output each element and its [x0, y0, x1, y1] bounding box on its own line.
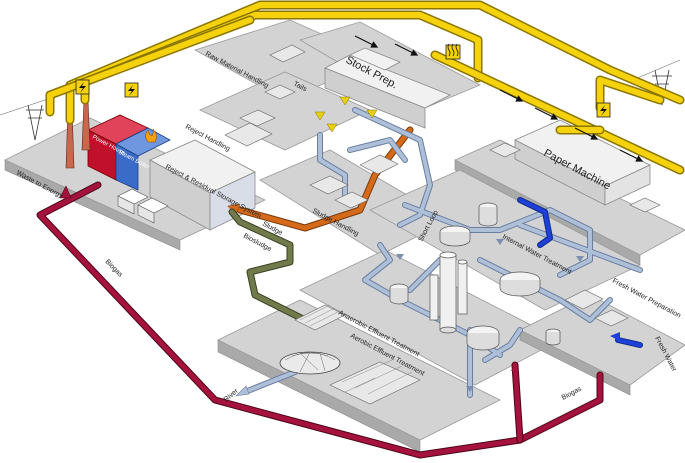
- machinery: [224, 44, 661, 327]
- reactor-tower: [429, 251, 468, 334]
- biogas-pipe: [36, 181, 604, 459]
- clarifier-tank: [389, 202, 561, 351]
- power-lines: [45, 0, 685, 175]
- steam-icon: [445, 43, 461, 60]
- aerobic-dome: [279, 304, 421, 405]
- label-biogas-right: Biogas: [561, 385, 584, 401]
- material-flow-arrows: [354, 35, 644, 162]
- fresh-water-pipes: [517, 197, 643, 348]
- flow-arrows: [314, 96, 584, 392]
- river-outlet: [235, 369, 298, 397]
- label-biogas-left: Biogas: [104, 258, 124, 278]
- buildings: [87, 47, 651, 231]
- flame-icon: [145, 128, 157, 143]
- electricity-icon: [75, 79, 611, 118]
- equipment: [224, 44, 661, 405]
- biosludge-pipe: [228, 208, 319, 329]
- truck-icon: [117, 188, 169, 224]
